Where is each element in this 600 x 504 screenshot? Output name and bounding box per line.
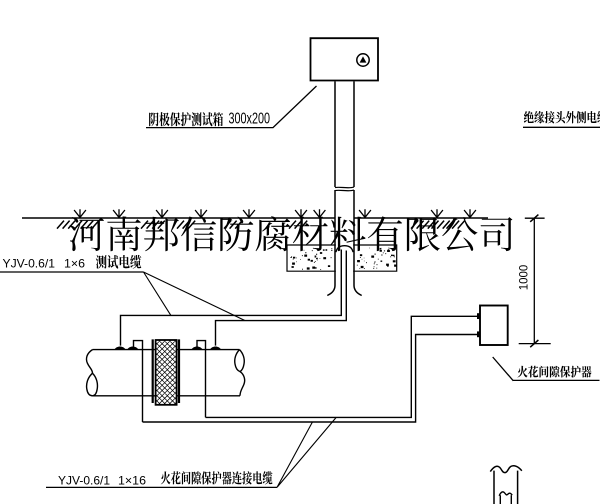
svg-text:1000: 1000 <box>517 264 531 290</box>
svg-text:1×6: 1×6 <box>64 257 85 271</box>
svg-text:300x200: 300x200 <box>229 111 271 128</box>
svg-text:YJV-0.6/1: YJV-0.6/1 <box>3 257 56 271</box>
svg-text:1×16: 1×16 <box>118 473 146 487</box>
svg-text:YJV-0.6/1: YJV-0.6/1 <box>58 473 110 487</box>
